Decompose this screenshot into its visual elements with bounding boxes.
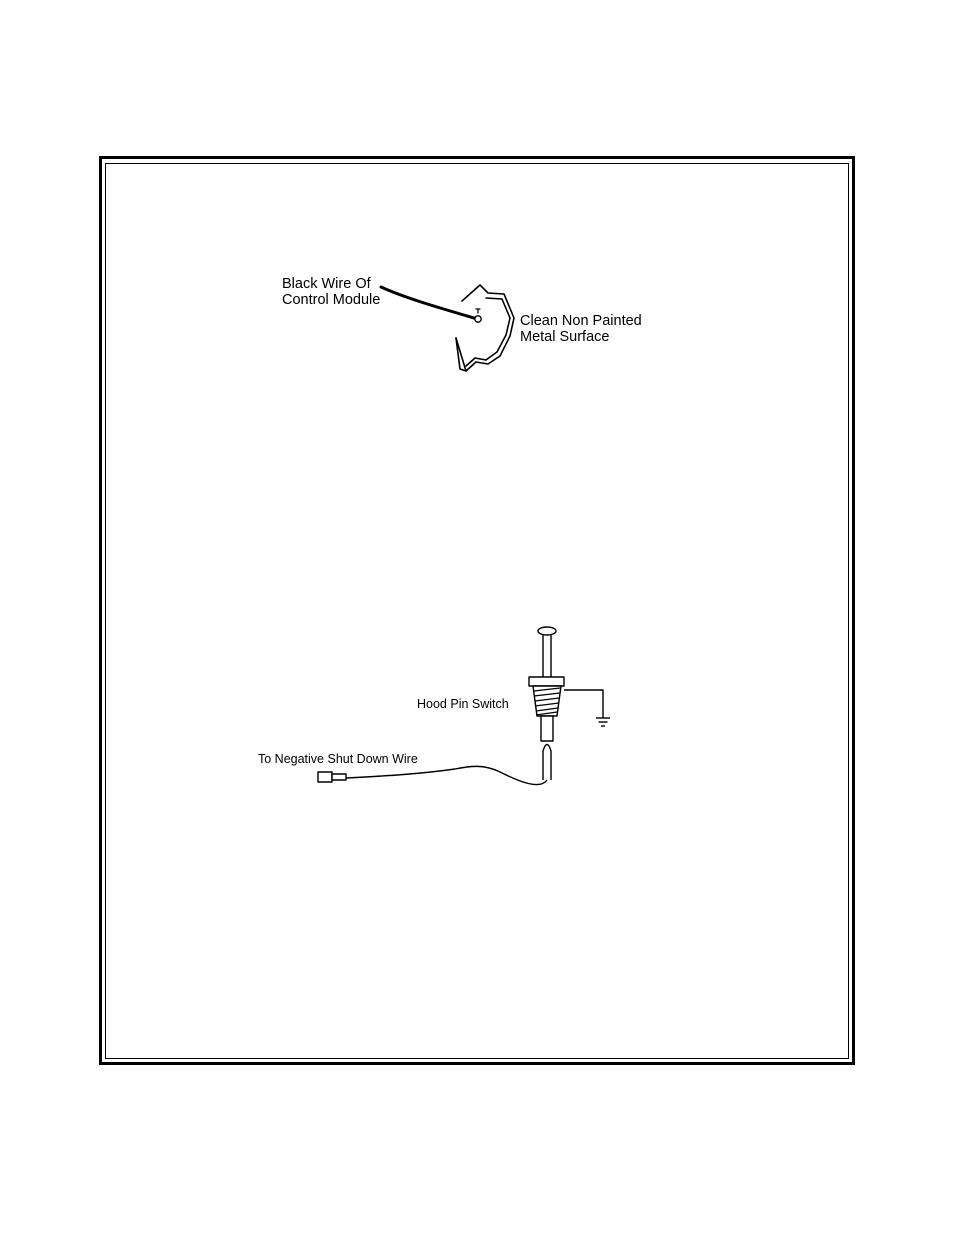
lower-body: [541, 716, 553, 741]
plunger-head: [538, 627, 556, 635]
plunger-shaft: [543, 635, 551, 677]
hood-pin-switch-label: Hood Pin Switch: [417, 696, 509, 712]
ground-connection-illustration: [381, 285, 514, 371]
shutdown-wire: [346, 766, 547, 784]
metal-surface-label: Clean Non Painted Metal Surface: [520, 313, 642, 345]
terminal-boot: [543, 745, 551, 781]
black-wire: [381, 287, 474, 318]
black-wire-label-line1: Black Wire Of: [282, 276, 380, 292]
black-wire-label-line2: Control Module: [282, 292, 380, 308]
hex-nut: [529, 677, 564, 686]
metal-surface-label-line2: Metal Surface: [520, 329, 642, 345]
spade-connector: [318, 772, 332, 782]
metal-surface-inner: [466, 298, 510, 366]
ground-symbol-icon: [596, 718, 610, 726]
metal-surface-label-line1: Clean Non Painted: [520, 313, 642, 329]
ground-wire: [564, 690, 603, 718]
metal-surface-outer: [456, 285, 514, 371]
black-wire-label: Black Wire Of Control Module: [282, 276, 380, 308]
connector-collar: [332, 774, 346, 780]
screw-mark: [476, 309, 480, 313]
ring-terminal: [475, 316, 481, 322]
shutdown-wire-label: To Negative Shut Down Wire: [258, 751, 418, 767]
